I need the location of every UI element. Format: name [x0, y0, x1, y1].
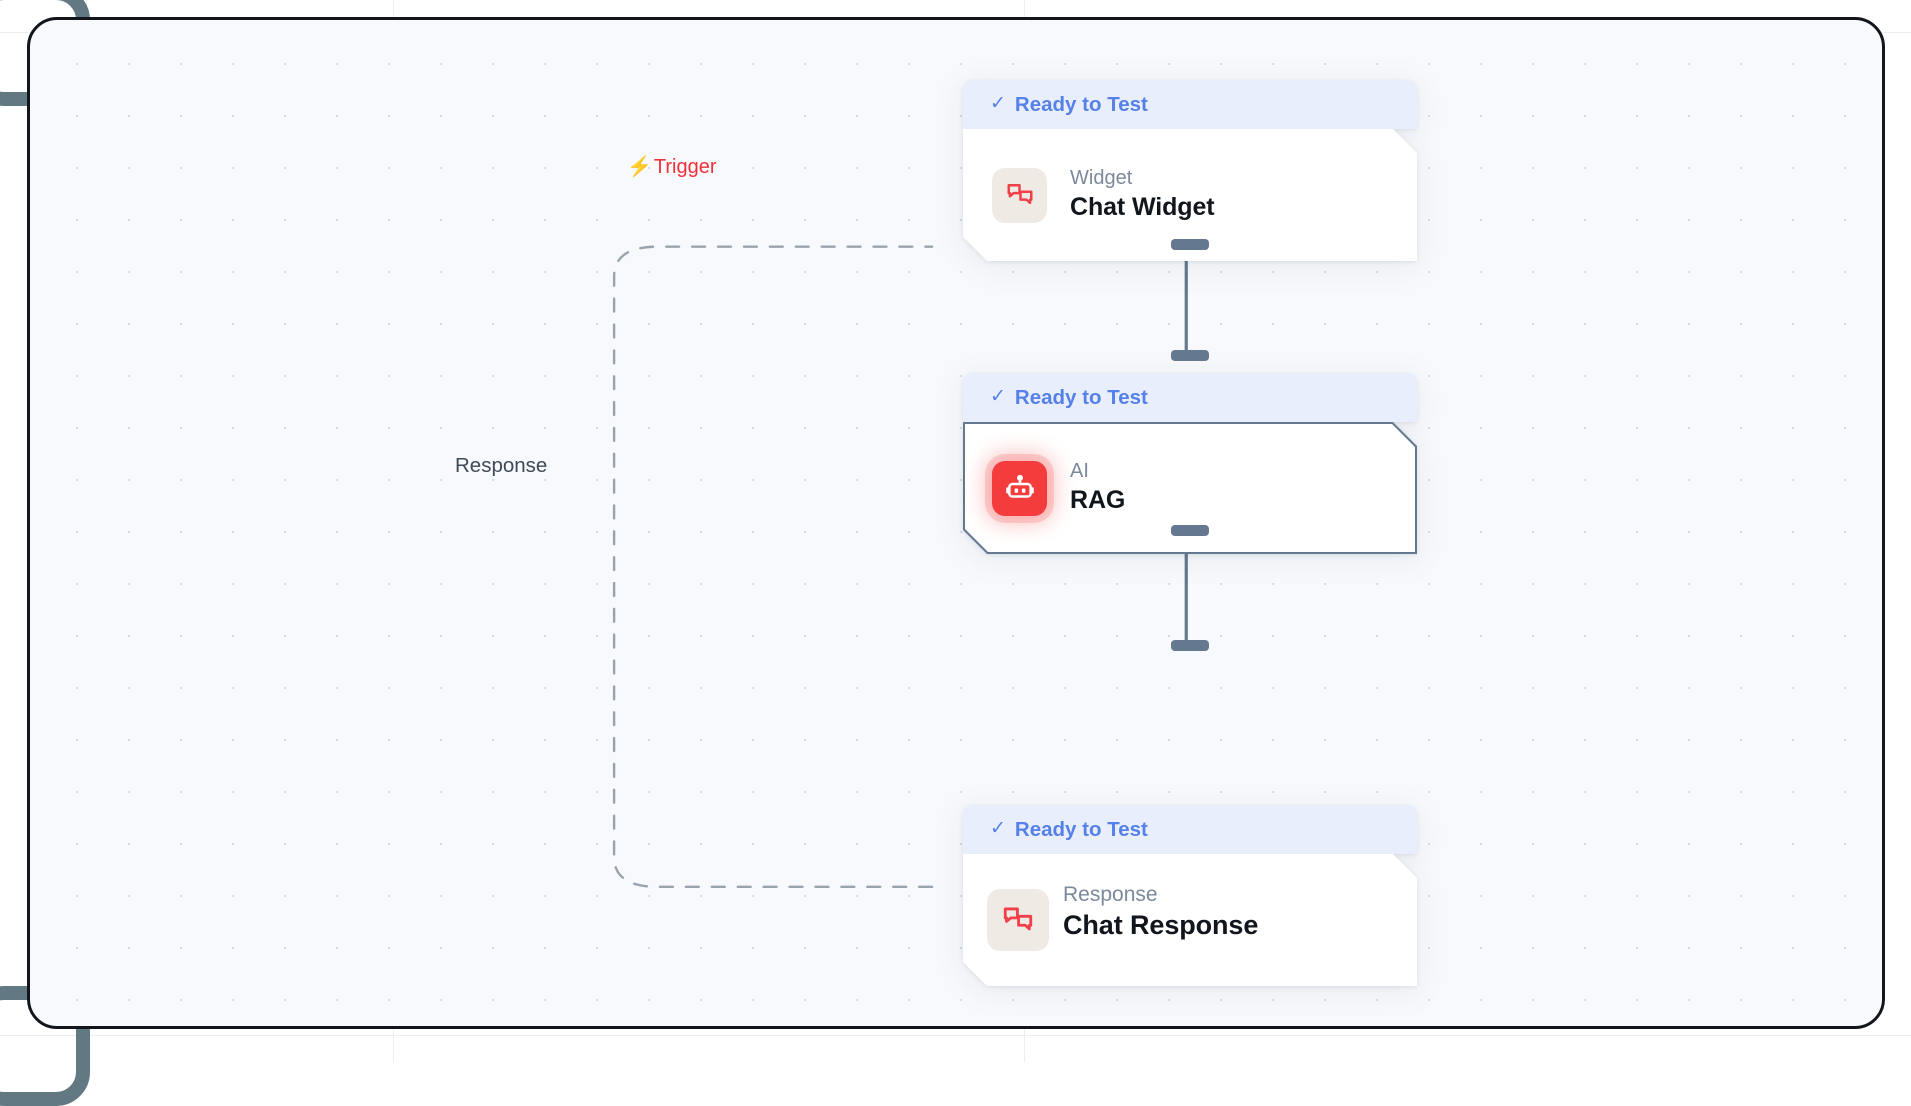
chat-bubbles-icon: [992, 168, 1047, 223]
handle-rag-target[interactable]: [1171, 350, 1209, 361]
handle-widget-source[interactable]: [1171, 239, 1209, 250]
node-status-rag: ✓ Ready to Test: [963, 373, 1417, 422]
node-kicker: Widget: [1070, 167, 1215, 190]
node-kicker: AI: [1070, 460, 1125, 483]
node-kicker: Response: [1063, 883, 1258, 907]
handle-rag-source[interactable]: [1171, 525, 1209, 536]
check-icon: ✓: [990, 385, 1006, 408]
check-icon: ✓: [990, 92, 1006, 115]
node-status-chat-widget: ✓ Ready to Test: [963, 80, 1417, 129]
edge-path-trigger: [614, 247, 932, 887]
edge-layer: [30, 20, 1882, 1026]
edge-label-response[interactable]: Response: [455, 456, 547, 477]
node-title: Chat Widget: [1070, 193, 1215, 223]
chat-bubbles-icon: [987, 889, 1049, 951]
node-chat-widget[interactable]: ✓ Ready to Test Widget Chat Widget: [963, 80, 1417, 261]
node-status-label: Ready to Test: [1015, 818, 1148, 842]
node-text-chat-widget: Widget Chat Widget: [1070, 167, 1215, 223]
edge-label-response-text: Response: [455, 456, 547, 477]
node-title: Chat Response: [1063, 910, 1258, 942]
handle-response-target[interactable]: [1171, 640, 1209, 651]
node-status-chat-response: ✓ Ready to Test: [963, 805, 1417, 854]
check-icon: ✓: [990, 817, 1006, 840]
node-text-chat-response: Response Chat Response: [1063, 892, 1258, 948]
node-status-label: Ready to Test: [1015, 386, 1148, 410]
robot-icon: [992, 461, 1047, 516]
node-status-label: Ready to Test: [1015, 93, 1148, 117]
node-text-rag: AI RAG: [1070, 460, 1125, 516]
lightning-bolt-icon: ⚡: [627, 157, 652, 177]
edge-label-trigger[interactable]: ⚡ Trigger: [627, 157, 717, 177]
workflow-canvas[interactable]: ⚡ Trigger Response ✓ Ready to Test Widge…: [27, 17, 1885, 1029]
node-title: RAG: [1070, 486, 1125, 516]
node-body-chat-response[interactable]: Response Chat Response: [963, 854, 1417, 986]
backdrop-divider-5: [0, 1035, 1911, 1036]
node-chat-response[interactable]: ✓ Ready to Test Response Chat Response: [963, 805, 1417, 986]
edge-label-trigger-text: Trigger: [654, 157, 717, 177]
